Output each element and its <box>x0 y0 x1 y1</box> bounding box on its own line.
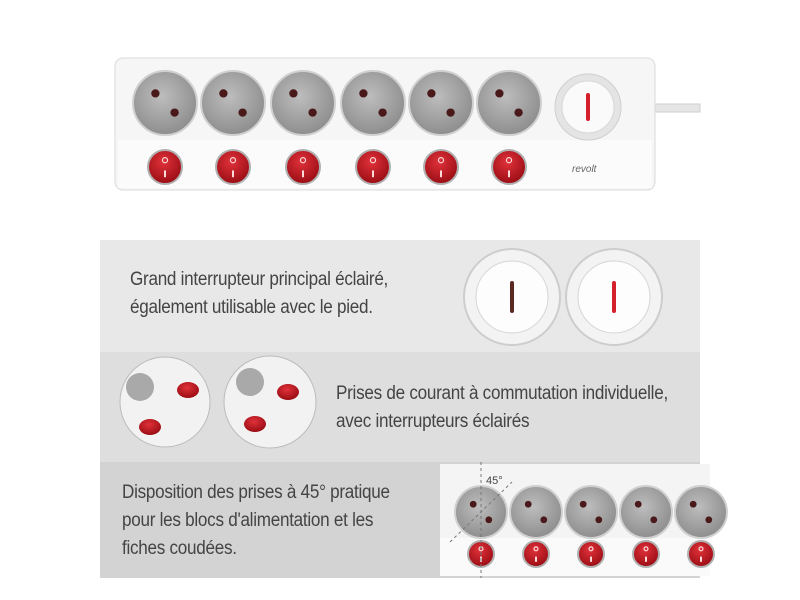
power-strip-illustration: revolt <box>114 57 701 191</box>
revolt-logo: revolt <box>572 164 598 175</box>
feature-1-line-2: également utilisable avec le pied. <box>130 297 373 318</box>
main-switch-off-image <box>463 248 561 346</box>
socket <box>619 485 673 539</box>
socket <box>132 70 198 136</box>
socket-switch <box>147 149 183 185</box>
main-switch-on-image <box>565 248 663 346</box>
individual-switch-images <box>119 355 317 449</box>
socket-switch <box>423 149 459 185</box>
socket-switch <box>522 540 550 568</box>
feature-individual-switches: Prises de courant à commutation individu… <box>100 352 700 462</box>
angle-label: 45° <box>486 475 503 487</box>
socket <box>340 70 406 136</box>
main-switch <box>554 73 622 141</box>
feature-2-line-2: avec interrupteurs éclairés <box>336 411 530 432</box>
socket <box>509 485 563 539</box>
feature-1-line-1: Grand interrupteur principal éclairé, <box>130 269 389 290</box>
socket-switch <box>215 149 251 185</box>
power-cable <box>649 103 701 113</box>
socket <box>200 70 266 136</box>
angled-sockets-image: 45° <box>440 462 728 578</box>
feature-main-switch: Grand interrupteur principal éclairé, ég… <box>100 240 700 352</box>
socket <box>674 485 728 539</box>
feature-3-line-3: fiches coudées. <box>122 538 237 559</box>
switch-closeup-2 <box>223 355 317 449</box>
socket-switch <box>632 540 660 568</box>
socket-switch <box>687 540 715 568</box>
socket-switch <box>491 149 527 185</box>
socket-switch <box>355 149 391 185</box>
socket-switch <box>285 149 321 185</box>
feature-2-line-1: Prises de courant à commutation individu… <box>336 383 668 404</box>
socket <box>408 70 474 136</box>
main-switch-images <box>463 248 663 346</box>
socket <box>476 70 542 136</box>
feature-3-line-1: Disposition des prises à 45° pratique <box>122 482 390 503</box>
feature-3-line-2: pour les blocs d'alimentation et les <box>122 510 374 531</box>
socket <box>270 70 336 136</box>
switch-closeup-1 <box>119 356 211 448</box>
power-strip-product: revolt <box>0 0 800 220</box>
socket <box>564 485 618 539</box>
socket-switch <box>577 540 605 568</box>
feature-45-degree: Disposition des prises à 45° pratique po… <box>100 462 728 578</box>
